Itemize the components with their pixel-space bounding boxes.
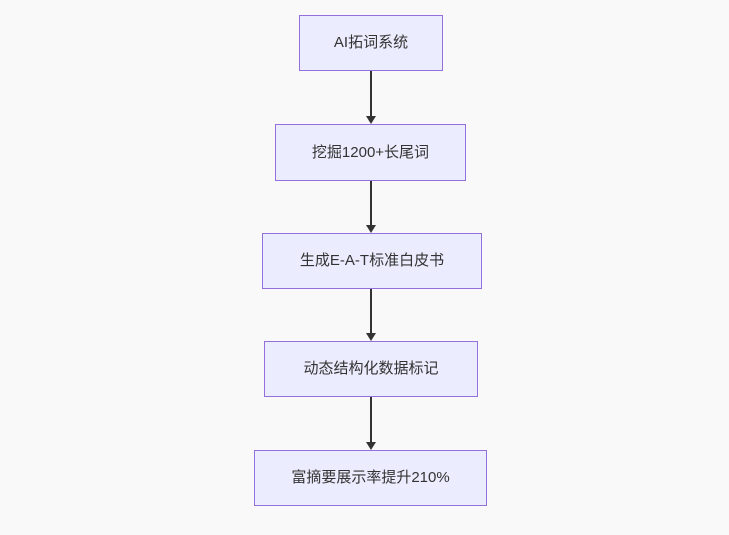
arrow-line <box>370 181 372 226</box>
flowchart-node-rich-snippet-rate-increase: 富摘要展示率提升210% <box>254 450 487 506</box>
arrow-down-icon <box>366 116 376 124</box>
flowchart-node-mine-longtail-keywords: 挖掘1200+长尾词 <box>275 124 466 181</box>
arrow-line <box>370 397 372 443</box>
arrow-line <box>370 289 372 334</box>
flowchart-node-dynamic-structured-data-markup: 动态结构化数据标记 <box>264 341 478 397</box>
node-label: 挖掘1200+长尾词 <box>311 143 430 161</box>
flowchart-arrow-3 <box>365 289 377 341</box>
flowchart-node-ai-word-expansion-system: AI拓词系统 <box>299 15 443 71</box>
flowchart-arrow-2 <box>365 181 377 233</box>
flowchart-node-generate-eat-whitepaper: 生成E-A-T标准白皮书 <box>262 233 482 289</box>
node-label: AI拓词系统 <box>333 34 409 51</box>
arrow-down-icon <box>366 225 376 233</box>
arrow-line <box>370 71 372 117</box>
node-label: 生成E-A-T标准白皮书 <box>299 252 445 269</box>
arrow-down-icon <box>366 333 376 341</box>
flowchart-arrow-1 <box>365 71 377 124</box>
node-label: 富摘要展示率提升210% <box>291 469 450 486</box>
node-label: 动态结构化数据标记 <box>303 360 439 377</box>
flowchart-arrow-4 <box>365 397 377 450</box>
arrow-down-icon <box>366 442 376 450</box>
